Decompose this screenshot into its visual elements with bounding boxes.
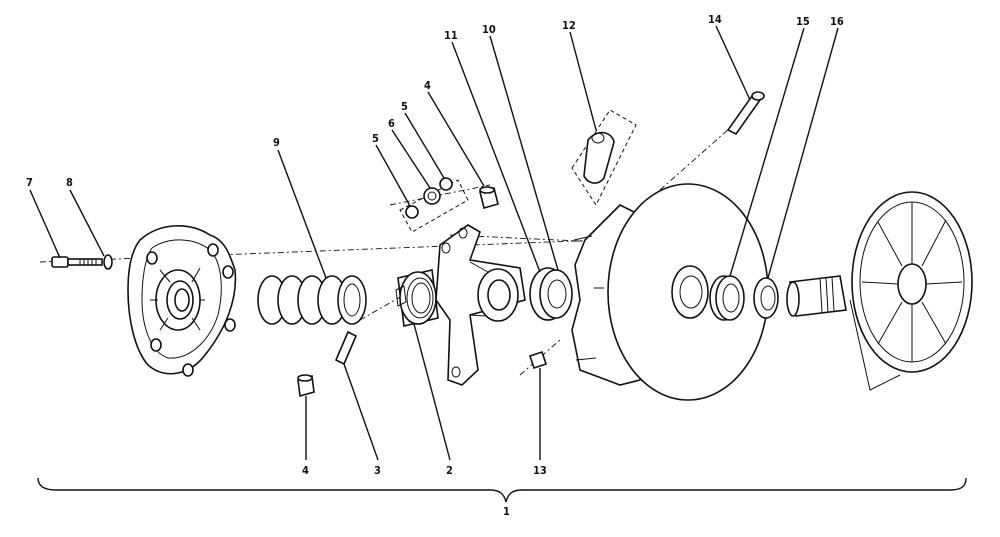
part-spring	[257, 275, 367, 325]
callout-3: 3	[374, 464, 381, 477]
part-seal	[753, 277, 779, 319]
callout-14: 14	[708, 13, 722, 26]
part-pin	[334, 330, 358, 366]
part-lock-washer	[103, 254, 113, 270]
part-small-nut	[528, 350, 548, 370]
part-movable-sheave	[571, 183, 769, 401]
assembly-brace	[37, 477, 967, 503]
callout-9: 9	[273, 136, 280, 149]
callout-16: 16	[830, 15, 844, 28]
leader-lines	[29, 25, 839, 461]
part-bolt	[51, 256, 103, 268]
callout-11: 11	[444, 29, 458, 42]
callout-8: 8	[66, 176, 73, 189]
callout-4a: 4	[424, 79, 431, 92]
part-threaded-nut	[395, 269, 439, 327]
part-roller-lower	[297, 374, 315, 398]
part-shoe	[571, 109, 637, 207]
callout-labels: 7 8 9 5 6 5 4 11 10 12 14 15 16 4 3 2 13…	[26, 13, 844, 518]
callout-13: 13	[533, 464, 547, 477]
part-bushing	[529, 267, 573, 321]
callout-10: 10	[482, 23, 496, 36]
callout-5b: 5	[401, 100, 408, 113]
callout-12: 12	[562, 19, 576, 32]
callout-6: 6	[388, 117, 395, 130]
part-washer-set	[399, 177, 469, 233]
part-end-cover	[127, 225, 237, 377]
part-cap-screw	[726, 91, 765, 136]
callout-1: 1	[503, 505, 510, 518]
part-spider-plate	[435, 224, 526, 386]
callout-15: 15	[796, 15, 810, 28]
callout-7: 7	[26, 176, 33, 189]
callout-2: 2	[446, 464, 453, 477]
callout-4b: 4	[302, 464, 309, 477]
part-bushing-15	[709, 275, 745, 321]
part-roller-upper	[479, 186, 499, 209]
part-fixed-sheave	[786, 191, 973, 391]
callout-5a: 5	[372, 132, 379, 145]
